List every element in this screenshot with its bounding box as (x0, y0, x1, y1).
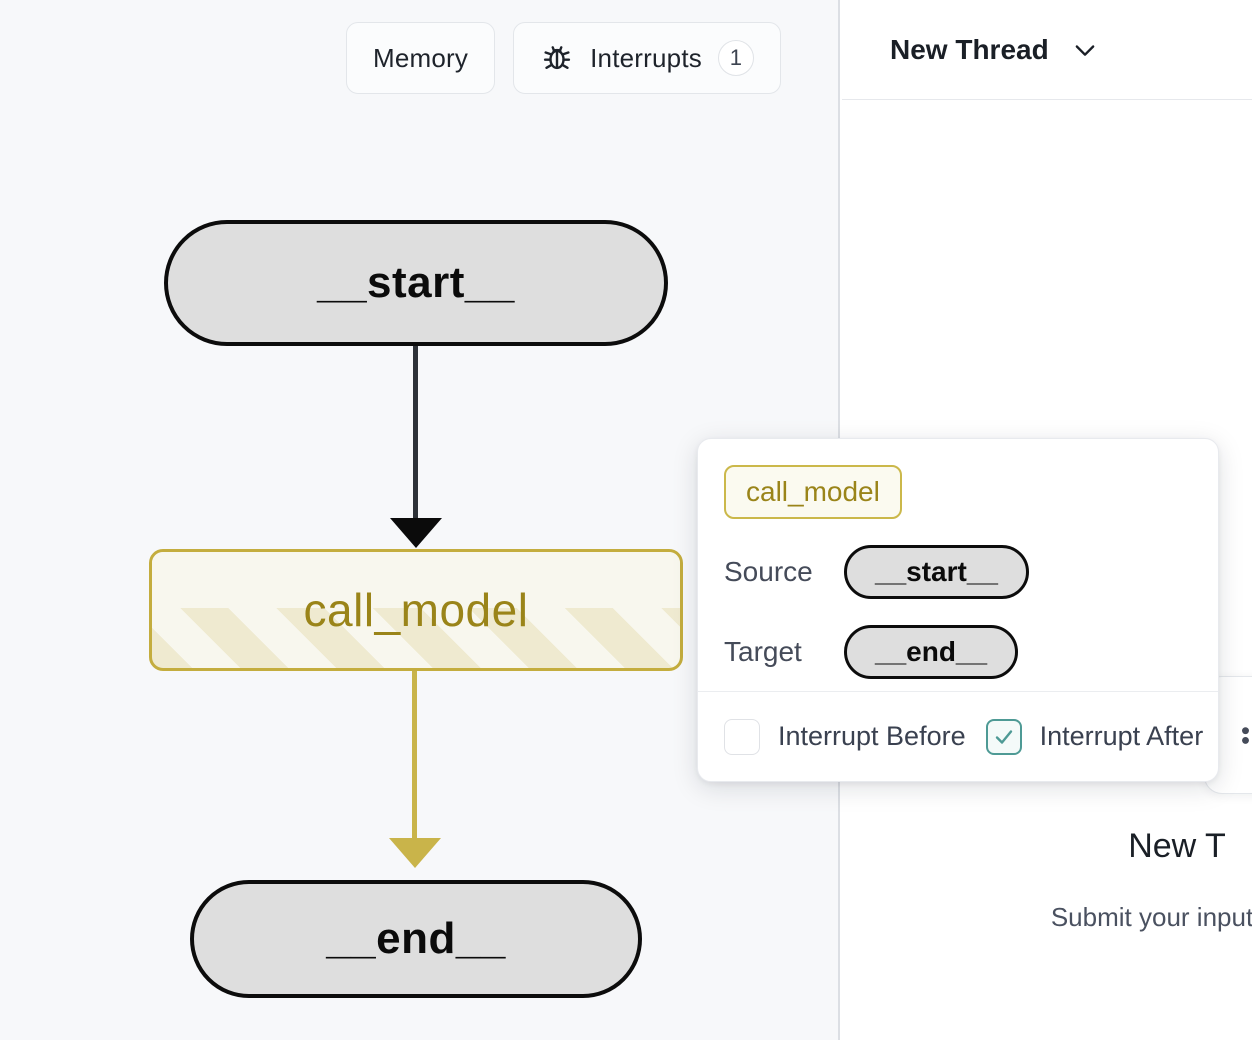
graph-node-start-label: __start__ (317, 258, 515, 307)
interrupt-before-label: Interrupt Before (778, 721, 966, 751)
edge-call-model-to-end-arrowhead (389, 838, 441, 868)
popover-source-row: Source __start__ (724, 545, 1218, 599)
interrupt-after-label: Interrupt After (1039, 721, 1204, 751)
thread-header: New Thread (842, 0, 1252, 100)
popover-body: call_model Source __start__ Target __end… (698, 439, 1218, 679)
dots-icon (1239, 722, 1252, 748)
edge-call-model-to-end (412, 671, 417, 844)
memory-button-label: Memory (373, 42, 469, 73)
edge-start-to-call-model-arrowhead (390, 518, 442, 548)
interrupt-after-checkbox-box[interactable] (985, 718, 1022, 755)
edge-start-to-call-model (413, 346, 418, 526)
graph-node-call-model-label: call_model (303, 584, 529, 636)
graph-node-end-label: __end__ (326, 914, 506, 963)
thread-empty-title: New T (1128, 827, 1226, 865)
interrupts-button-label: Interrupts (590, 42, 702, 73)
interrupt-before-checkbox[interactable]: Interrupt Before (724, 718, 966, 755)
graph-node-call-model[interactable]: call_model (149, 549, 683, 671)
popover-source-value[interactable]: __start__ (844, 545, 1029, 599)
graph-toolbar: Memory (346, 22, 781, 94)
popover-footer: Interrupt Before Interrupt After (698, 691, 1218, 781)
popover-source-label: Source (724, 556, 813, 587)
memory-button[interactable]: Memory (346, 22, 496, 94)
node-detail-popover: call_model Source __start__ Target __end… (697, 438, 1219, 782)
bug-icon (540, 41, 574, 75)
check-icon (992, 725, 1016, 749)
thread-empty-subtitle: Submit your input (1050, 902, 1252, 932)
thread-title[interactable]: New Thread (890, 33, 1049, 65)
chevron-down-icon[interactable] (1049, 36, 1099, 64)
graph-node-start[interactable]: __start__ (164, 220, 668, 346)
interrupts-count-badge: 1 (717, 40, 754, 76)
popover-target-row: Target __end__ (724, 625, 1218, 679)
interrupt-after-checkbox[interactable]: Interrupt After (985, 718, 1204, 755)
thread-empty-state: New T Submit your input (842, 100, 1252, 1040)
interrupt-before-checkbox-box[interactable] (724, 718, 760, 755)
graph-node-end[interactable]: __end__ (190, 880, 642, 998)
popover-target-value[interactable]: __end__ (844, 625, 1019, 679)
popover-node-badge[interactable]: call_model (724, 465, 902, 519)
interrupts-button[interactable]: Interrupts 1 (513, 22, 781, 94)
popover-target-label: Target (724, 636, 802, 667)
